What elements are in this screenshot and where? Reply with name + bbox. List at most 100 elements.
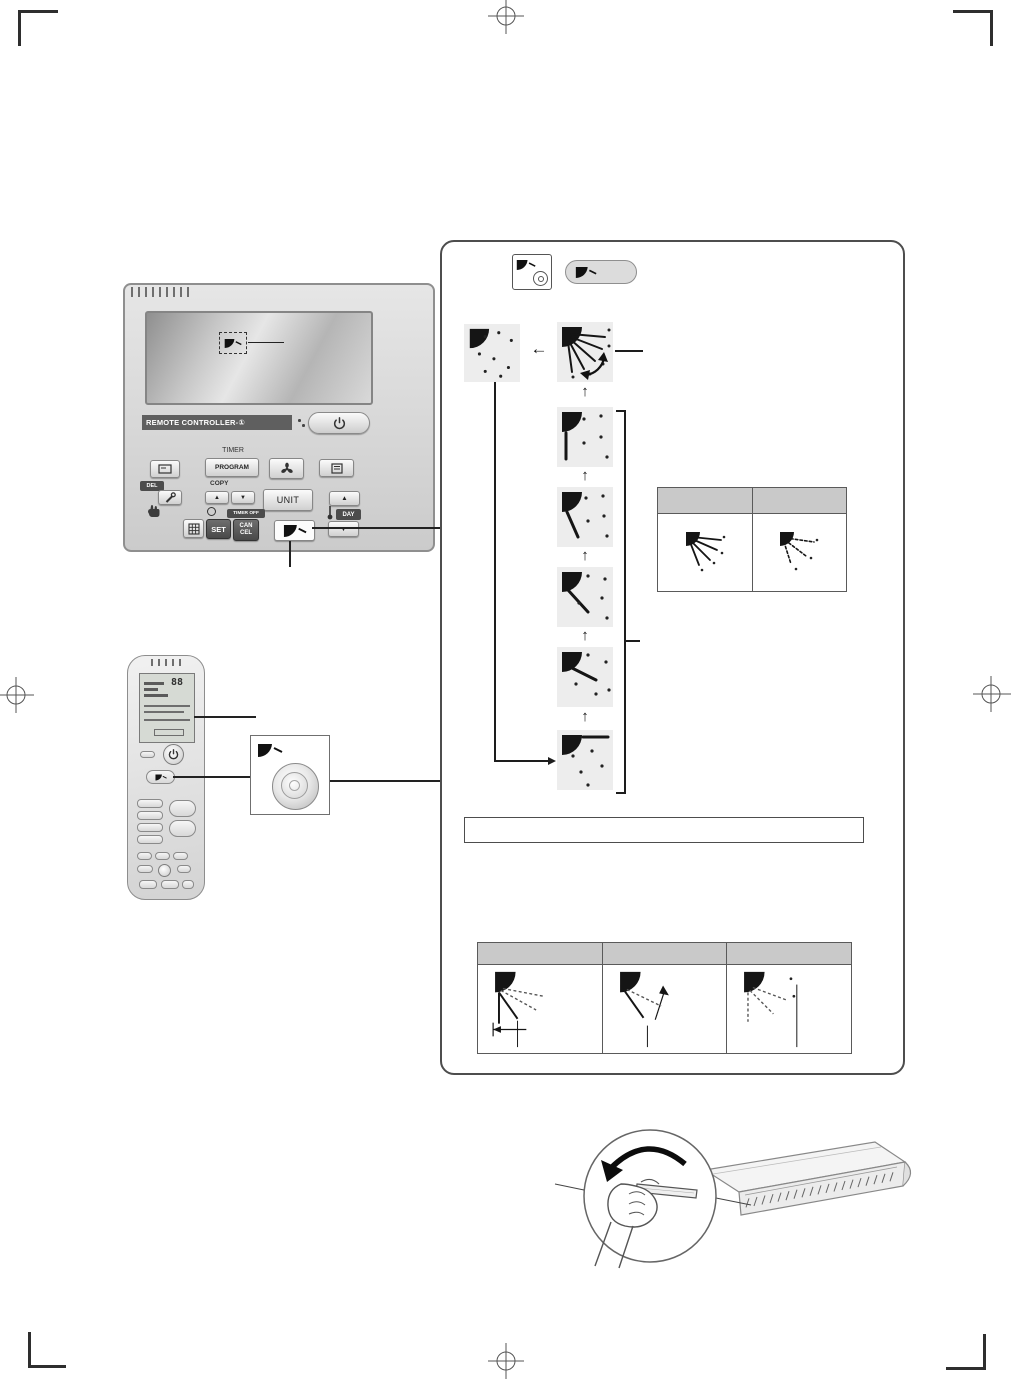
aux-button-3[interactable] [182, 880, 194, 889]
maintenance-button[interactable] [158, 490, 182, 505]
swing-mode-icon [685, 531, 726, 571]
flap-icon [258, 744, 283, 758]
cycle-line-horizontal [494, 760, 548, 762]
clock-set-button[interactable] [158, 864, 171, 877]
louver-grille [745, 1172, 894, 1208]
angle-table-header [478, 943, 851, 965]
flap-round-button[interactable] [272, 763, 319, 810]
power-button[interactable] [163, 744, 184, 765]
display-mode-button[interactable] [150, 460, 180, 478]
stop-mode-icon [780, 531, 819, 570]
cell-swing-mode [658, 514, 752, 591]
program-button[interactable]: PROGRAM [205, 458, 259, 477]
flap-icon [516, 260, 536, 271]
del-badge: DEL [140, 481, 164, 491]
document-icon [330, 462, 343, 474]
louver-adjustment-illustration [554, 1129, 912, 1269]
flap-button[interactable] [146, 770, 175, 784]
wired-remote-controller: REMOTE CONTROLLER-① TIMER PROGRAM DEL CO… [123, 283, 435, 552]
timer-button-4[interactable] [137, 865, 153, 873]
timer-down-button[interactable]: ▼ [231, 491, 255, 504]
timer-button-5[interactable] [177, 865, 191, 873]
angle-range-table [477, 942, 852, 1054]
airflow-icon-position-2 [557, 487, 613, 547]
airflow-icon-position-3 [557, 567, 613, 627]
lcd-temperature-digits: 88 [171, 677, 184, 688]
set-button[interactable]: SET [206, 519, 231, 539]
button-ring [281, 772, 308, 799]
flap-button-icon-box [512, 254, 552, 290]
range-bracket-top [616, 410, 624, 412]
timer-button-2[interactable] [155, 852, 170, 860]
power-icon [168, 749, 179, 760]
range-bracket-tick [624, 640, 640, 642]
temp-up-button[interactable]: ▲ [329, 491, 360, 506]
timer-up-button[interactable]: ▲ [205, 491, 229, 504]
cancel-line1: CAN [239, 523, 253, 530]
timer-button-1[interactable] [137, 852, 152, 860]
power-button[interactable] [308, 412, 370, 434]
cycle-up-arrow-2: ↑ [581, 467, 589, 484]
grid-icon [187, 522, 200, 535]
function-button-4[interactable] [137, 835, 163, 844]
schedule-button[interactable] [183, 519, 204, 538]
crop-mark-top-left [18, 10, 58, 13]
crop-mark-bottom-left [28, 1365, 66, 1368]
timer-button-3[interactable] [173, 852, 188, 860]
timer-section-label: TIMER [222, 447, 244, 454]
clock-icon [207, 507, 216, 516]
temp-down-oval-button[interactable] [169, 820, 196, 837]
cell-angle-auto [726, 965, 851, 1053]
hand-icon [148, 505, 160, 517]
header-cell-1 [658, 488, 752, 513]
aux-button-1[interactable] [139, 880, 157, 889]
registration-mark-top [488, 0, 524, 34]
cell-angle-heating [601, 965, 727, 1053]
leader-flap-button-down [289, 541, 291, 567]
angle-diagram-cooling [492, 971, 544, 1048]
wireless-remote-lcd: 88 [139, 673, 195, 743]
angle-header-2 [601, 943, 727, 964]
cycle-up-arrow-3: ↑ [581, 547, 589, 564]
aux-button-2[interactable] [161, 880, 179, 889]
flap-button-callout [250, 735, 330, 815]
angle-table-body [478, 965, 851, 1053]
cancel-button[interactable]: CAN CEL [233, 519, 259, 541]
crop-mark-top-left-v [18, 10, 21, 46]
flap-indicator [219, 332, 247, 354]
leader-flap-button-to-callout [173, 776, 250, 778]
registration-mark-bottom [488, 1343, 524, 1379]
temp-down-button[interactable]: ▼ [328, 521, 359, 537]
cycle-up-arrow-5: ↑ [581, 708, 589, 725]
leader-swing-icon [615, 350, 643, 352]
airflow-display-box [464, 324, 520, 382]
function-button-1[interactable] [137, 799, 163, 808]
temp-up-oval-button[interactable] [169, 800, 196, 817]
function-button-3[interactable] [137, 823, 163, 832]
airflow-icon-position-1 [557, 407, 613, 467]
flap-button[interactable] [274, 520, 315, 541]
airflow-icon-position-4 [557, 647, 613, 707]
round-button-icon [533, 271, 548, 286]
cell-stop-mode [751, 514, 847, 591]
flap-icon [575, 266, 597, 278]
flap-icon [283, 524, 306, 537]
crop-mark-top-right [953, 10, 993, 13]
flap-icon [154, 774, 167, 780]
thermometer-icon [327, 506, 333, 520]
controller-name-label: REMOTE CONTROLLER-① [142, 415, 292, 430]
wired-remote-display [145, 311, 373, 405]
copy-label: COPY [210, 480, 229, 487]
unit-button[interactable]: UNIT [263, 489, 313, 511]
day-badge: DAY [336, 509, 361, 520]
cycle-up-arrow-4: ↑ [581, 627, 589, 644]
airflow-instruction-panel: ← ↑ ↑ ↑ ↑ [440, 240, 905, 1075]
fan-speed-button[interactable] [269, 458, 304, 479]
function-button-2[interactable] [137, 811, 163, 820]
cell-angle-cooling [478, 965, 602, 1053]
mode-select-button[interactable] [319, 459, 354, 477]
airflow-display-icon [469, 328, 513, 378]
note-box [464, 817, 864, 843]
flap-icon [224, 338, 242, 348]
mode-slide-switch[interactable] [140, 751, 155, 758]
